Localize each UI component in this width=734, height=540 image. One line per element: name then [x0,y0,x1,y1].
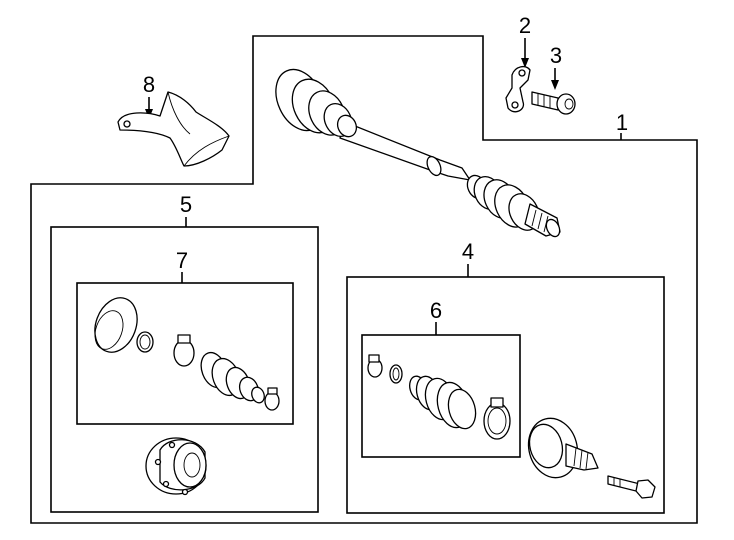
callout-6: 6 [430,298,442,323]
outer-cv-joint-illustration [527,417,599,479]
inner-boot-kit-parts [94,297,280,411]
bracket-clip-illustration [505,65,531,113]
callout-2: 2 [519,13,531,38]
bolt-illustration [531,91,576,115]
box-outer-boot-kit [361,334,521,458]
callout-4: 4 [462,239,474,264]
axle-shaft-illustration [275,68,561,238]
inner-cv-joint-illustration [145,437,207,496]
heat-shield-illustration [117,91,230,167]
callout-3: 3 [550,43,562,68]
assembly-outline [30,35,698,524]
callout-7: 7 [176,248,188,273]
arrow-2 [521,38,529,68]
callout-1: 1 [616,110,628,135]
box-outer-joint-assembly [346,276,665,514]
outer-boot-kit-parts [367,354,511,440]
arrow-3 [551,68,559,90]
axle-bolt-illustration [607,475,656,499]
box-inner-boot-kit [76,282,294,425]
callout-8: 8 [143,72,155,97]
callout-5: 5 [180,192,192,217]
box-inner-joint-assembly [50,226,319,513]
